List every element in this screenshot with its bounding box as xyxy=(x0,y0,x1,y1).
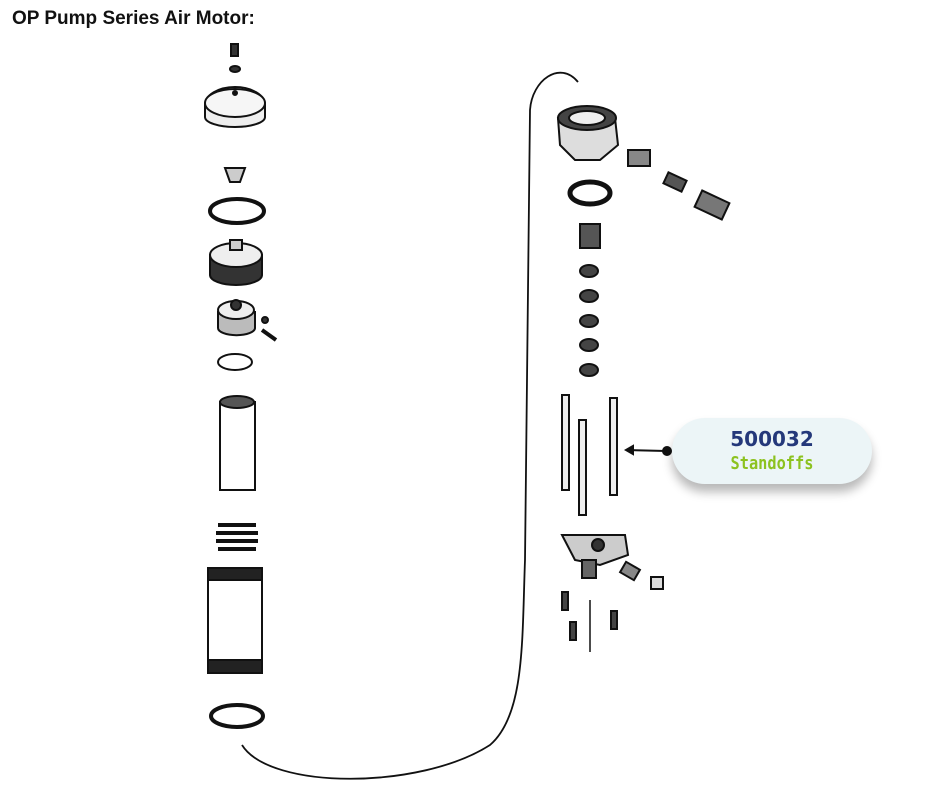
part-number: 500032 xyxy=(730,427,814,451)
connection-curve xyxy=(241,71,579,780)
leader-dot xyxy=(662,446,672,456)
part-callout: 500032 Standoffs xyxy=(672,418,872,484)
right-stack xyxy=(556,105,731,652)
arrowhead xyxy=(623,444,634,456)
standoff-rod xyxy=(561,394,570,491)
standoff-rod xyxy=(609,397,618,496)
standoff-rod xyxy=(578,419,587,516)
page-title: OP Pump Series Air Motor: xyxy=(12,8,255,29)
part-name: Standoffs xyxy=(730,453,814,474)
left-stack xyxy=(204,43,278,729)
